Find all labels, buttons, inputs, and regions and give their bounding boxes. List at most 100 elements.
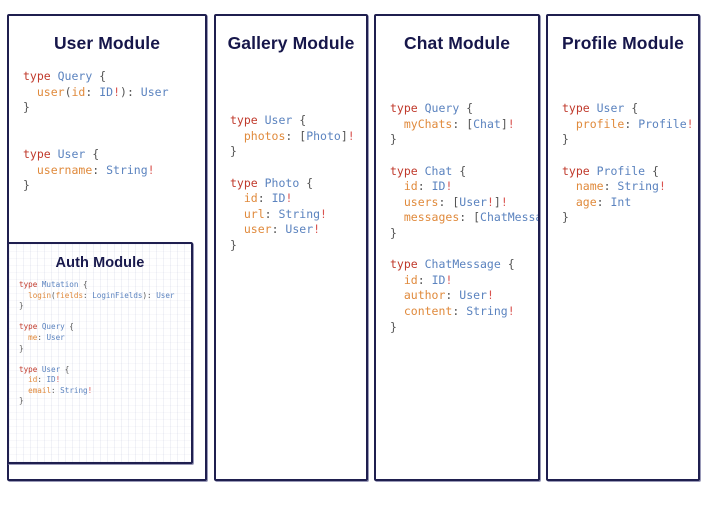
code-token: (: [64, 84, 72, 99]
code-line: }: [23, 178, 30, 192]
code-line: }: [562, 210, 569, 224]
module-card-auth[interactable]: Auth Module type Mutation { login(fields…: [7, 242, 193, 464]
code-token: }: [230, 238, 237, 252]
code-line: }: [230, 238, 237, 252]
code-token: :: [85, 84, 100, 99]
code-token: type: [19, 322, 42, 332]
code-token: !: [445, 179, 453, 194]
code-token: !: [507, 303, 515, 318]
code-line: messages: [ChatMessage]!: [390, 210, 538, 225]
code-token: {: [60, 364, 70, 374]
code-token: :: [83, 290, 93, 300]
code-line: age: Int: [562, 195, 631, 209]
code-line: login(fields: LoginFields): User: [19, 290, 175, 300]
code-token: }: [390, 132, 397, 147]
code-token: String: [60, 385, 88, 395]
code-line: id: ID!: [230, 191, 293, 206]
code-token: type: [230, 113, 265, 128]
code-token: users: [403, 194, 439, 209]
code-token: }: [562, 210, 569, 225]
code-token: User: [596, 101, 625, 116]
code-token: User: [41, 364, 61, 374]
code-line: type Query {: [23, 69, 106, 83]
code-token: Query: [57, 69, 93, 84]
code-token: ChatMessage: [424, 257, 501, 272]
code-token: [562, 179, 576, 193]
code-token: User: [156, 290, 175, 300]
code-token: Profile: [596, 163, 646, 178]
code-token: ChatMessage: [480, 210, 538, 225]
code-line: type ChatMessage {: [390, 257, 515, 271]
module-card-chat[interactable]: Chat Module type Query { myChats: [Chat]…: [374, 14, 540, 481]
code-token: {: [92, 69, 107, 84]
spacer: [376, 53, 538, 101]
code-token: !: [486, 194, 494, 209]
schema-code-gallery: type User { photos: [Photo]! } type Phot…: [230, 113, 355, 253]
module-card-profile[interactable]: Profile Module type User { profile: Prof…: [546, 14, 700, 481]
code-token: Photo: [306, 128, 341, 143]
code-token: fields: [55, 290, 84, 300]
code-token: {: [85, 147, 100, 162]
code-token: [390, 195, 404, 209]
code-token: [230, 207, 244, 221]
code-line: users: [User!]!: [390, 195, 508, 209]
code-token: myChats: [403, 116, 453, 131]
code-token: [: [466, 116, 474, 131]
code-token: User: [57, 147, 86, 162]
code-token: :: [596, 194, 611, 209]
code-token: {: [452, 163, 467, 178]
code-token: login: [28, 290, 52, 300]
code-token: :: [37, 332, 47, 342]
code-token: :: [417, 179, 432, 194]
code-token: }: [19, 396, 24, 406]
module-card-gallery[interactable]: Gallery Module type User { photos: [Phot…: [214, 14, 368, 481]
code-token: Chat: [424, 163, 453, 178]
code-line: username: String!: [23, 163, 155, 177]
code-token: ID: [99, 84, 114, 99]
code-token: [: [452, 194, 460, 209]
code-token: [390, 210, 404, 224]
code-token: :: [438, 194, 453, 209]
module-body-user: type Query { user(id: ID!): User } type …: [9, 69, 205, 194]
code-line: me: User: [19, 333, 65, 342]
schema-code-chat: type Query { myChats: [Chat]! } type Cha…: [390, 101, 538, 335]
code-token: !: [147, 162, 155, 177]
code-token: [390, 288, 404, 302]
code-token: ]: [493, 194, 501, 209]
code-token: ID: [46, 375, 56, 385]
module-title-auth: Auth Module: [55, 255, 145, 271]
code-token: !: [113, 84, 121, 99]
code-line: type Profile {: [562, 164, 659, 178]
code-token: [19, 375, 28, 384]
code-token: !: [87, 385, 93, 395]
code-token: [23, 163, 37, 177]
code-token: [23, 85, 37, 99]
code-token: [230, 129, 244, 143]
module-body-auth: type Mutation { login(fields: LoginField…: [9, 280, 191, 407]
code-token: :: [603, 179, 618, 194]
code-token: !: [320, 206, 327, 221]
code-line: myChats: [Chat]!: [390, 117, 515, 131]
code-token: type: [390, 257, 425, 272]
code-token: Mutation: [41, 279, 79, 289]
spacer: [9, 53, 205, 69]
code-token: ):: [142, 290, 157, 300]
schema-code-auth: type Mutation { login(fields: LoginField…: [19, 280, 181, 407]
spacer: [548, 53, 698, 101]
code-token: User: [140, 84, 169, 99]
code-token: type: [562, 163, 597, 178]
code-token: {: [292, 113, 307, 128]
code-token: Chat: [473, 116, 501, 131]
code-token: !: [686, 116, 694, 131]
code-token: ID: [271, 191, 286, 206]
code-token: [: [473, 210, 481, 225]
code-line: id: ID!: [390, 179, 453, 194]
code-token: User: [264, 113, 293, 128]
code-token: User: [46, 332, 65, 342]
code-token: !: [55, 375, 61, 385]
code-line: type Query {: [19, 322, 74, 331]
code-line: type User {: [230, 113, 306, 127]
code-token: !: [658, 179, 666, 194]
code-token: Query: [41, 322, 65, 332]
code-token: String: [466, 303, 508, 318]
